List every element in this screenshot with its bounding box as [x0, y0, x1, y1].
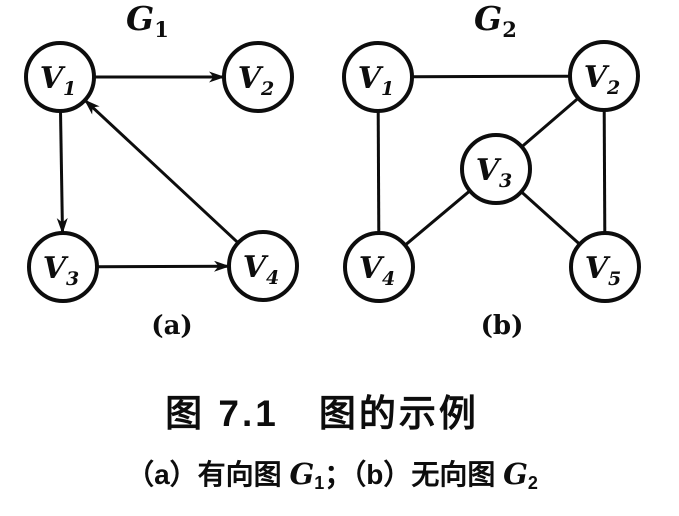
- vertex-g1-V3: [27, 231, 99, 303]
- caption-g2-symbol: G: [503, 457, 528, 491]
- vertex-label-g2-V4: V4: [359, 251, 396, 290]
- caption-part-b: ；（b）无向图: [324, 459, 504, 490]
- graph-title-g1-subscript: 1: [154, 17, 169, 42]
- caption-part-a: （a）有向图: [126, 459, 290, 490]
- vertex-g2-V5: [569, 231, 641, 303]
- vertex-g2-V4: [343, 231, 415, 303]
- part-label-a: (a): [151, 311, 193, 341]
- vertex-label-g2-V5: V5: [585, 251, 622, 290]
- graph-title-g2-subscript: 2: [502, 17, 517, 42]
- part-label-b: (b): [480, 311, 524, 341]
- graph-title-g2: G2: [474, 0, 517, 40]
- edge-g1-V3-V4: [96, 260, 230, 272]
- edge-g2-V2-V5: [602, 109, 607, 234]
- vertex-label-g2-V2: V2: [584, 60, 621, 99]
- edge-g2-V3-V4: [404, 189, 471, 247]
- edge-g2-V1-V2: [411, 74, 571, 79]
- edge-g1-V1-V3: [56, 110, 68, 234]
- graph-title-g1: G1: [126, 0, 169, 40]
- vertex-g1-V1: [24, 41, 96, 113]
- figure-caption-title: 图 7.1 图的示例: [165, 393, 479, 434]
- vertex-label-g1-V1: V1: [40, 61, 77, 100]
- vertex-g1-V4: [227, 230, 299, 302]
- caption-g1-subscript: 1: [314, 473, 325, 493]
- edge-g2-V3-V5: [520, 190, 581, 246]
- vertex-label-g1-V3: V3: [43, 251, 80, 290]
- edge-g2-V1-V4: [376, 110, 381, 234]
- graph-title-g2-letter: G: [474, 0, 503, 38]
- vertex-label-g2-V1: V1: [358, 61, 395, 100]
- vertex-label-g2-V3: V3: [476, 153, 513, 192]
- vertex-label-g1-V4: V4: [243, 250, 280, 289]
- graph-title-g1-letter: G: [126, 0, 155, 38]
- vertex-g2-V1: [342, 41, 414, 113]
- edge-g1-V4-V1: [83, 99, 240, 244]
- vertex-label-g1-V2: V2: [238, 61, 275, 100]
- vertex-g2-V2: [568, 40, 640, 112]
- caption-g2-subscript: 2: [527, 473, 538, 493]
- edge-g2-V2-V3: [520, 97, 580, 148]
- vertex-g2-V3: [460, 133, 532, 205]
- caption-g1-symbol: G: [289, 457, 315, 491]
- vertex-g1-V2: [222, 41, 294, 113]
- figure-caption-subtitle: （a）有向图 G1；（b）无向图 G2: [0, 456, 664, 494]
